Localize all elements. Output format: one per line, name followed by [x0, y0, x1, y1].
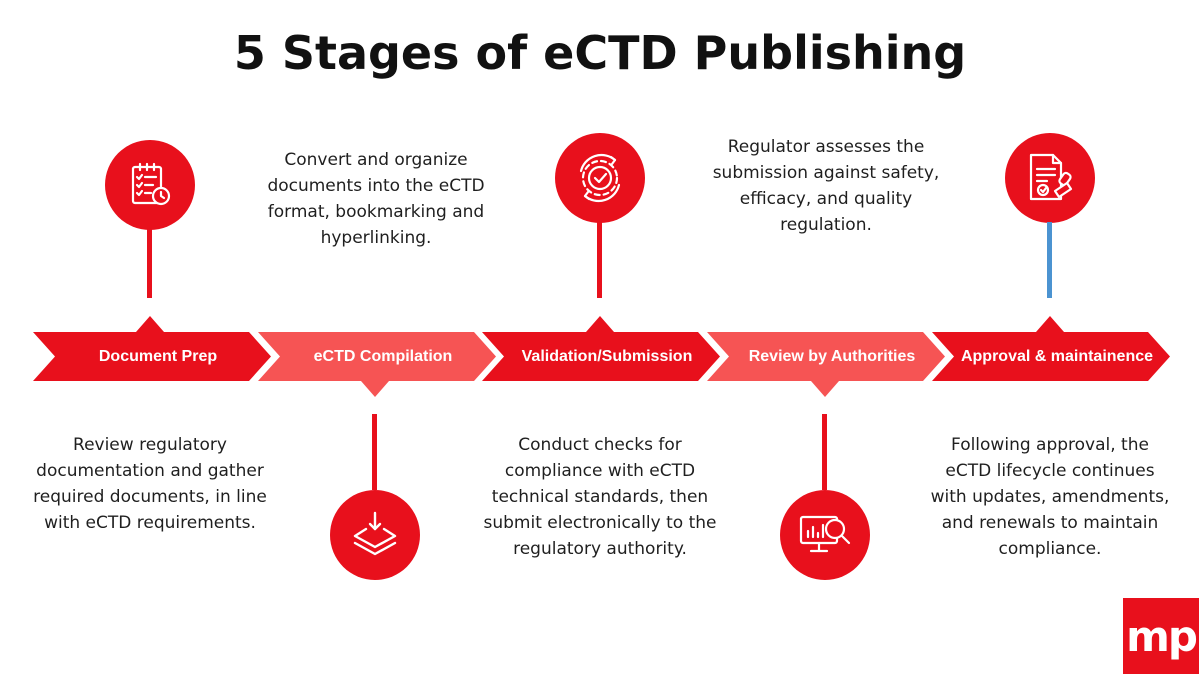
stage-5-chevron: Approval & maintainence: [932, 332, 1170, 381]
stage-2-label: eCTD Compilation: [313, 347, 453, 365]
logo-text: mp: [1126, 611, 1198, 661]
stage-5-description: Following approval, the eCTD lifecycle c…: [930, 435, 1170, 559]
checklist-clock-icon: [131, 162, 171, 206]
stage-4-description: Regulator assesses the submission agains…: [712, 137, 940, 235]
stage-3-description: Conduct checks for compliance with eCTD …: [483, 435, 717, 559]
stage-3-label: Validation/Submission: [521, 347, 693, 365]
stage-2-description: Convert and organize documents into the …: [267, 150, 485, 248]
document-stamp-icon: [1029, 153, 1073, 201]
stage-5-connector: [1047, 222, 1052, 298]
stage-2-connector: [372, 414, 377, 490]
stage-4-connector: [822, 414, 827, 490]
stage-5-icon-circle: [1005, 133, 1095, 223]
stage-3-chevron: Validation/Submission: [482, 332, 720, 381]
stage-1-label: Document Prep: [98, 347, 218, 365]
stage-4-pointer: [811, 381, 839, 397]
mp-logo: mp: [1123, 598, 1199, 674]
stage-3-pointer: [586, 316, 614, 332]
stage-1-icon-circle: [105, 140, 195, 230]
stage-1-pointer: [136, 316, 164, 332]
stage-3-connector: [597, 222, 602, 298]
stage-1-connector: [147, 222, 152, 298]
layers-download-icon: [353, 511, 397, 556]
stage-2-icon-circle: [330, 490, 420, 580]
stage-2-chevron: eCTD Compilation: [258, 332, 496, 381]
monitor-magnifier-icon: [799, 515, 851, 553]
gear-check-icon: [579, 153, 621, 203]
stage-5-pointer: [1036, 316, 1064, 332]
stage-4-label: Review by Authorities: [748, 347, 916, 365]
stage-1-description: Review regulatory documentation and gath…: [33, 435, 267, 533]
stage-4-icon-circle: [780, 490, 870, 580]
stage-5-label: Approval & maintainence: [960, 347, 1154, 365]
stage-1-chevron: Document Prep: [33, 332, 271, 381]
stage-3-icon-circle: [555, 133, 645, 223]
stage-4-chevron: Review by Authorities: [707, 332, 945, 381]
stage-2-pointer: [361, 381, 389, 397]
page-title: 5 Stages of eCTD Publishing: [233, 26, 967, 80]
